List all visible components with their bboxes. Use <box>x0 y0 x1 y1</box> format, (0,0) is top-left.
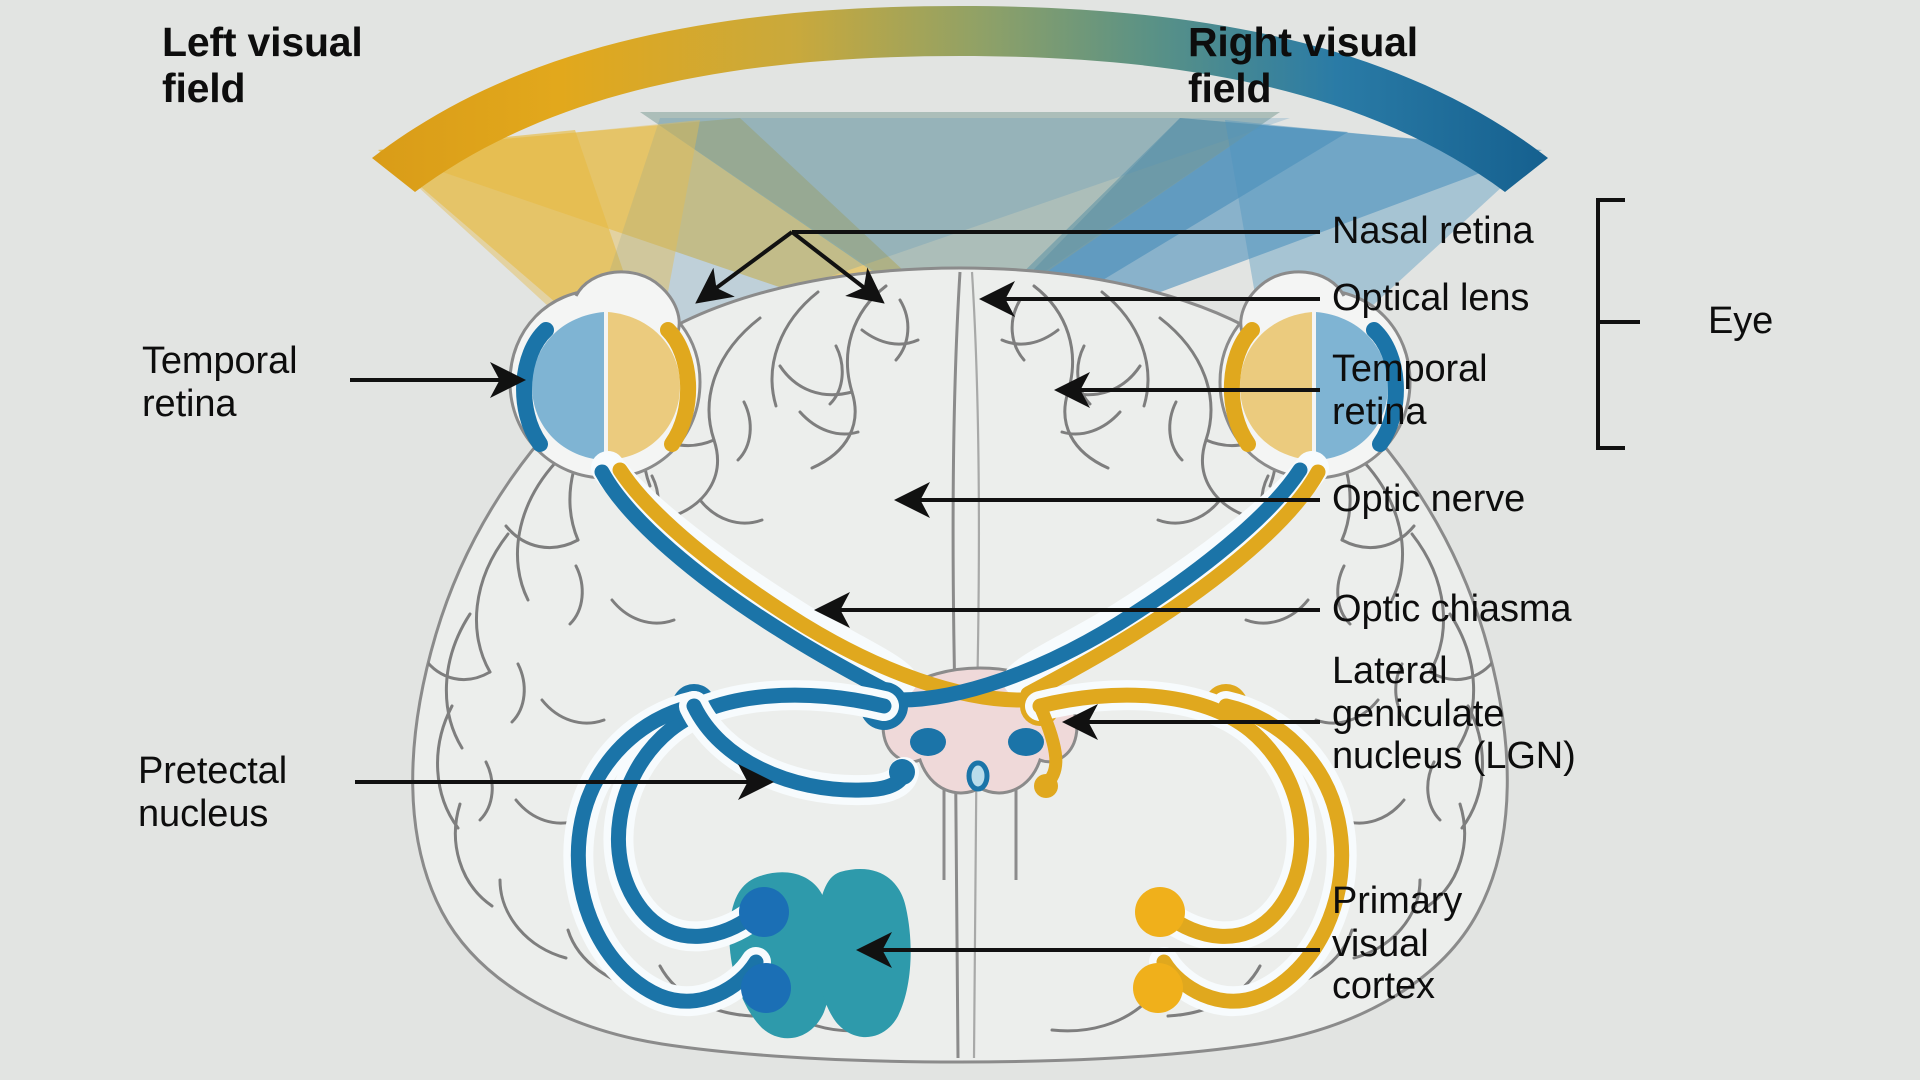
v1-terminal-left-upper <box>739 887 789 937</box>
nasal-retina-label: Nasal retina <box>1332 210 1534 252</box>
aqueduct <box>966 760 990 792</box>
right-visual-field-label: Right visual field <box>1188 19 1418 111</box>
left-eye-nasal-retina-arc <box>660 322 696 452</box>
left-eye-temporal-fiber <box>594 464 900 702</box>
right-eye <box>1218 270 1412 480</box>
temporal-retina-left-label: Temporal retina <box>142 340 298 425</box>
primary-visual-cortex-label: Primary visual cortex <box>1332 880 1463 1008</box>
visual-field-arc <box>372 6 1548 192</box>
pretectal-terminal-node <box>889 759 915 785</box>
optic-chiasma-label: Optic chiasma <box>1332 588 1572 630</box>
pretectal-branch <box>686 698 912 798</box>
v1-terminal-right-lower <box>1133 963 1183 1013</box>
optic-radiation-right-a <box>1032 687 1310 944</box>
v1-terminal-left-lower <box>741 963 791 1013</box>
left-visual-field-label: Left visual field <box>162 19 363 111</box>
lateral-geniculate-nucleus-label: Lateral geniculate nucleus (LGN) <box>1332 650 1576 778</box>
optic-pathways <box>563 451 1357 1016</box>
v1-right-patch <box>815 869 911 1038</box>
optic-nerve-label: Optic nerve <box>1332 478 1526 520</box>
left-eye <box>508 270 702 480</box>
v1-terminal-right-upper <box>1135 887 1185 937</box>
pretectal-nucleus-label: Pretectal nucleus <box>138 750 288 835</box>
right-eye-nasal-fiber <box>892 462 1308 708</box>
optical-lens-label: Optical lens <box>1332 277 1530 319</box>
optic-radiation-left-a <box>610 687 892 944</box>
leader-lines <box>350 198 1640 968</box>
temporal-retina-right-label: Temporal retina <box>1332 348 1488 433</box>
optic-radiation-left-b <box>570 698 764 1009</box>
eye-label: Eye <box>1708 300 1774 342</box>
right-eye-temporal-fiber <box>1020 464 1326 702</box>
pretectal-dot-right <box>1008 728 1044 756</box>
pretectal-dot-left <box>910 728 946 756</box>
optic-radiation-right-b <box>1156 698 1350 1009</box>
